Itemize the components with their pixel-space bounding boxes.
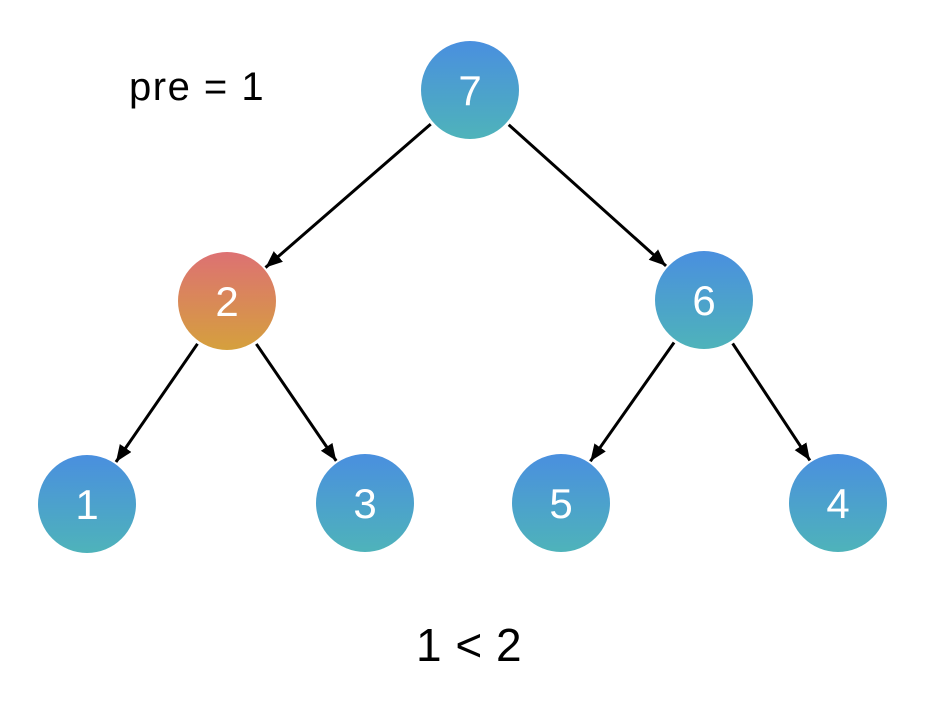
tree-node-4: 4: [789, 454, 887, 552]
tree-node-label-2: 2: [215, 278, 238, 325]
tree-node-label-3: 3: [353, 480, 376, 527]
tree-node-1: 1: [38, 455, 136, 553]
comparison-label: 1 < 2: [415, 619, 523, 671]
tree-edge-6-4: [731, 342, 812, 462]
tree-edge-7-6: [507, 123, 668, 268]
tree-node-circle-6: [655, 251, 753, 349]
tree-node-label-1: 1: [75, 481, 98, 528]
tree-node-circle-5: [512, 454, 610, 552]
tree-edge-2-3: [255, 343, 338, 462]
tree-node-label-4: 4: [826, 480, 849, 527]
tree-node-circle-4: [789, 454, 887, 552]
tree-node-3: 3: [316, 454, 414, 552]
tree-node-7: 7: [421, 41, 519, 139]
tree-edge-6-5: [589, 341, 676, 463]
tree-node-label-6: 6: [692, 277, 715, 324]
tree-node-circle-2: [178, 252, 276, 350]
tree-node-6: 6: [655, 251, 753, 349]
tree-node-label-5: 5: [549, 480, 572, 527]
tree-node-circle-7: [421, 41, 519, 139]
tree-node-circle-1: [38, 455, 136, 553]
tree-edge-7-2: [264, 122, 432, 269]
tree-edge-2-1: [114, 342, 199, 463]
tree-node-circle-3: [316, 454, 414, 552]
preorder-counter-label: pre = 1: [129, 65, 266, 109]
tree-node-5: 5: [512, 454, 610, 552]
tree-node-label-7: 7: [458, 67, 481, 114]
tree-node-2: 2: [178, 252, 276, 350]
